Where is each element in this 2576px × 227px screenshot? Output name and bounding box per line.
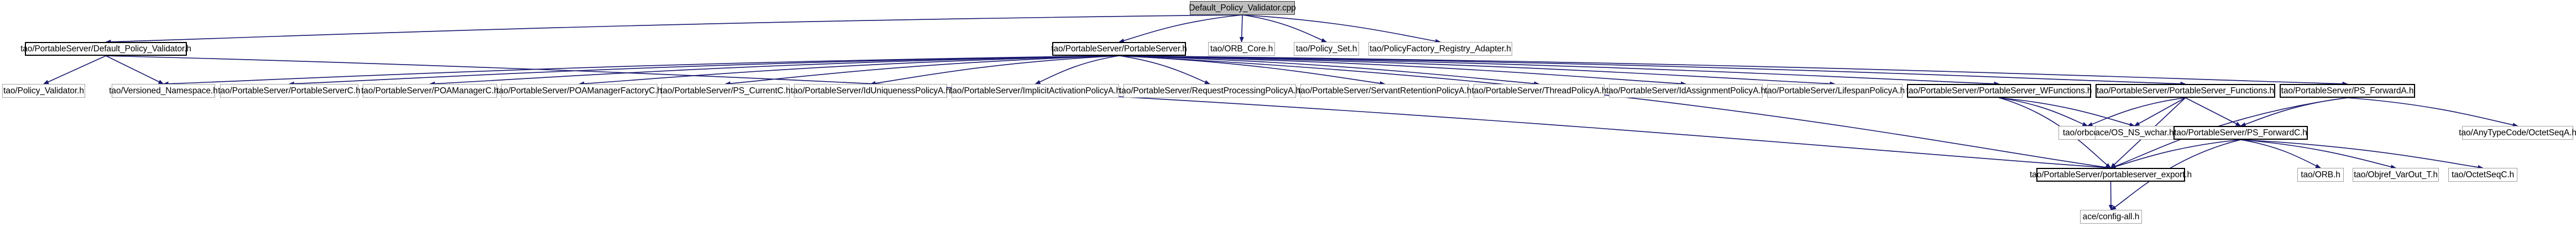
graph-node-label: ace/OS_NS_wchar.h [2095, 128, 2174, 138]
graph-edge [289, 55, 1120, 86]
graph-edge [1119, 55, 1386, 86]
graph-node-n25[interactable]: tao/AnyTypeCode/OctetSeqA.h [2459, 126, 2576, 140]
graph-edge [105, 14, 1243, 44]
graph-edge [1242, 14, 1441, 44]
graph-edge [870, 55, 1120, 86]
graph-node-n13[interactable]: tao/PortableServer/ImplicitActivationPol… [950, 84, 1121, 98]
graph-node-label: tao/PortableServer/PS_ForwardA.h [2281, 86, 2414, 96]
graph-node-label: tao/PortableServer/portableserver_export… [2029, 170, 2192, 180]
graph-node-label: ace/config-all.h [2082, 212, 2140, 221]
graph-edge [2240, 139, 2484, 170]
graph-edge [1239, 14, 1244, 43]
graph-node-n9[interactable]: tao/PortableServer/POAManagerC.h [361, 84, 499, 98]
graph-node-label: Default_Policy_Validator.cpp [1189, 3, 1296, 13]
graph-edge [1119, 55, 1836, 86]
graph-node-n11[interactable]: tao/PortableServer/PS_CurrentC.h [660, 84, 791, 98]
graph-edge [1119, 14, 1243, 43]
graph-node-n14[interactable]: tao/PortableServer/RequestProcessingPoli… [1119, 84, 1300, 98]
graph-edge [2240, 97, 2348, 127]
graph-node-n7[interactable]: tao/Versioned_Namespace.h [109, 84, 218, 98]
graph-node-label: tao/AnyTypeCode/OctetSeqA.h [2459, 128, 2576, 138]
graph-node-label: tao/Objref_VarOut_T.h [2354, 170, 2438, 180]
graph-node-n29[interactable]: tao/OctetSeqC.h [2448, 168, 2517, 182]
graph-node-n15[interactable]: tao/PortableServer/ServantRetentionPolic… [1298, 84, 1471, 98]
graph-edge [1119, 55, 2186, 86]
graph-node-n23[interactable]: ace/OS_NS_wchar.h [2095, 126, 2174, 140]
graph-node-n24[interactable]: tao/PortableServer/PS_ForwardC.h [2173, 126, 2308, 140]
graph-edge [1119, 55, 2348, 86]
graph-node-n4[interactable]: tao/Policy_Set.h [1294, 42, 1359, 56]
graph-node-label: tao/PortableServer/IdAssignmentPolicyA.h [1606, 86, 1766, 96]
graph-node-label: tao/PolicyFactory_Registry_Adapter.h [1370, 44, 1511, 54]
graph-edge [2185, 97, 2241, 126]
graph-node-n19[interactable]: tao/PortableServer/PortableServer_WFunct… [1906, 84, 2092, 98]
graph-node-n26[interactable]: tao/PortableServer/portableserver_export… [2030, 168, 2192, 182]
graph-edge [1119, 55, 1686, 86]
graph-edge [429, 55, 1120, 86]
graph-node-label: tao/PortableServer/ServantRetentionPolic… [1298, 86, 1472, 96]
graph-node-label: tao/PortableServer/ThreadPolicyA.h [1471, 86, 1607, 96]
graph-edge [1034, 55, 1120, 85]
graph-node-label: tao/PortableServer/IdUniquenessPolicyA.h [791, 86, 950, 96]
graph-edge [106, 55, 164, 85]
graph-node-n0[interactable]: Default_Policy_Validator.cpp [1189, 1, 1296, 15]
graph-node-label: tao/PortableServer/POAManagerFactoryC.h [496, 86, 662, 96]
graph-node-n30[interactable]: ace/config-all.h [2080, 210, 2142, 224]
graph-node-n12[interactable]: tao/PortableServer/IdUniquenessPolicyA.h [791, 84, 950, 98]
graph-node-label: tao/PortableServer/PortableServer_WFunct… [1906, 86, 2092, 96]
graph-edge [1119, 55, 1210, 85]
graph-node-n3[interactable]: tao/ORB_Core.h [1208, 42, 1275, 56]
graph-edge [725, 55, 1120, 86]
graph-edge [1999, 97, 2088, 126]
graph-edge [1242, 14, 1327, 43]
graph-node-n18[interactable]: tao/PortableServer/LifespanPolicyA.h [1765, 84, 1905, 98]
graph-node-n5[interactable]: tao/PolicyFactory_Registry_Adapter.h [1368, 42, 1512, 56]
graph-edge [163, 55, 1120, 86]
graph-node-label: tao/OctetSeqC.h [2451, 170, 2515, 180]
graph-edge [2240, 139, 2321, 168]
graph-node-label: tao/ORB.h [2301, 170, 2340, 180]
graph-node-label: tao/PortableServer/PortableServer.h [1051, 44, 1187, 54]
graph-edge [2087, 97, 2186, 126]
graph-node-label: tao/Versioned_Namespace.h [109, 86, 218, 96]
graph-node-n28[interactable]: tao/Objref_VarOut_T.h [2353, 168, 2439, 182]
graph-node-label: tao/PortableServer/RequestProcessingPoli… [1119, 86, 1301, 96]
graph-edge [43, 55, 106, 85]
graph-node-n2[interactable]: tao/PortableServer/PortableServer.h [1051, 42, 1187, 56]
graph-edge [1119, 55, 1540, 86]
graph-node-n1[interactable]: tao/PortableServer/Default_Policy_Valida… [20, 42, 191, 56]
graph-node-label: tao/PortableServer/ImplicitActivationPol… [950, 86, 1121, 96]
graph-node-n8[interactable]: tao/PortableServer/PortableServerC.h [218, 84, 360, 98]
graph-edge [2240, 139, 2396, 169]
graph-edge [2108, 181, 2113, 210]
graph-node-n21[interactable]: tao/PortableServer/PS_ForwardA.h [2280, 84, 2415, 98]
graph-node-label: tao/PortableServer/PortableServerC.h [218, 86, 360, 96]
graph-edge [2347, 97, 2518, 128]
graph-node-n17[interactable]: tao/PortableServer/IdAssignmentPolicyA.h [1606, 84, 1765, 98]
graph-node-n10[interactable]: tao/PortableServer/POAManagerFactoryC.h [497, 84, 662, 98]
graph-edge [578, 55, 1120, 86]
graph-node-n27[interactable]: tao/ORB.h [2297, 168, 2344, 182]
graph-node-label: tao/Policy_Validator.h [3, 86, 84, 96]
graph-node-label: tao/PortableServer/PS_ForwardC.h [2174, 128, 2307, 138]
graph-node-label: tao/ORB_Core.h [1210, 44, 1273, 54]
graph-edge [2134, 97, 2186, 126]
graph-edge [106, 55, 2112, 170]
graph-edge [1119, 55, 2112, 170]
graph-node-label: tao/Policy_Set.h [1295, 44, 1357, 54]
graph-node-label: tao/PortableServer/Default_Policy_Valida… [20, 44, 191, 54]
graph-node-label: tao/PortableServer/LifespanPolicyA.h [1764, 86, 1905, 96]
graph-node-label: tao/PortableServer/PS_CurrentC.h [660, 86, 791, 96]
graph-node-n20[interactable]: tao/PortableServer/PortableServer_Functi… [2096, 84, 2275, 98]
graph-node-label: tao/PortableServer/POAManagerC.h [361, 86, 499, 96]
graph-edge [2110, 139, 2241, 169]
graph-node-label: tao/PortableServer/PortableServer_Functi… [2096, 86, 2275, 96]
graph-edge [1999, 97, 2135, 127]
graph-node-n16[interactable]: tao/PortableServer/ThreadPolicyA.h [1472, 84, 1607, 98]
graph-edge [1119, 55, 2000, 86]
graph-node-n6[interactable]: tao/Policy_Validator.h [2, 84, 85, 98]
